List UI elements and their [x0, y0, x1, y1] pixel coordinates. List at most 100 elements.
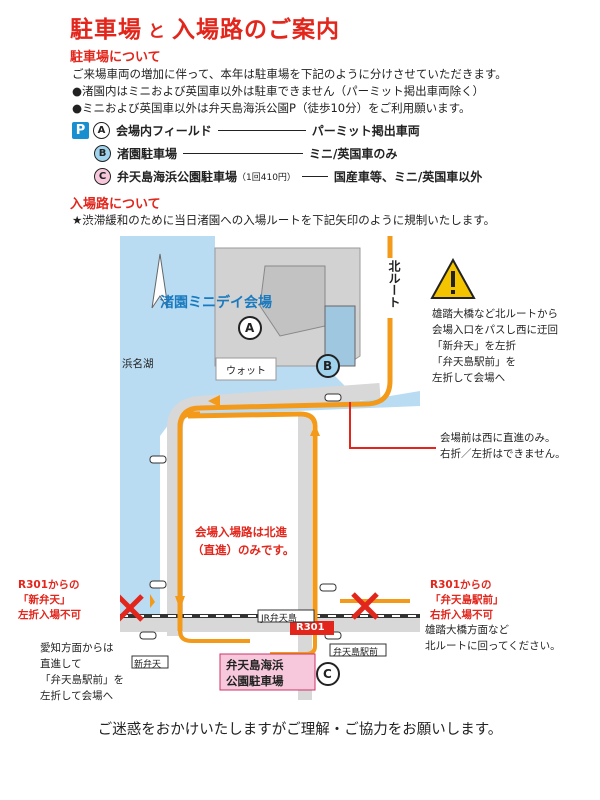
aichi-line: 愛知方面からは [40, 642, 114, 654]
warning-line: 雄踏大橋など北ルートから [432, 308, 558, 320]
row-c-fee: （1回410円） [237, 173, 296, 183]
yuto-line: 北ルートに回ってください。 [425, 640, 561, 652]
watt-label: ウォット [226, 366, 266, 377]
north-arrow-icon [151, 253, 169, 309]
marker-a-circle [238, 316, 262, 340]
row-b-place: 渚園駐車場 [117, 147, 178, 161]
warning-note: 雄踏大橋など北ルートから 会場入口をパスし西に迂回 「新弁天」を左折 「弁天島駅… [432, 306, 558, 386]
parking-heading: 駐車場について [70, 50, 161, 65]
arrow-up-left-icon [150, 594, 155, 608]
left-no-line: 左折入場不可 [18, 609, 81, 621]
row-c-target: 国産車等、ミニ/英国車以外 [333, 170, 483, 184]
lake-label: 浜名湖 [122, 358, 154, 370]
no-entry-right-icon [351, 592, 379, 620]
right-no-entry-note: R301からの 「弁天島駅前」 右折入場不可 [430, 578, 504, 623]
title-and: と [148, 22, 166, 42]
front-note: 会場前は西に直進のみ。 右折／左折はできません。 [440, 430, 566, 462]
venue-hall [259, 265, 326, 337]
center-note-2: （直進）のみです。 [192, 543, 295, 557]
left-no-line: R301からの [18, 579, 80, 591]
park-label-1: 弁天島海浜 [226, 658, 284, 672]
jr-sign [257, 609, 315, 623]
marker-b-icon: B [94, 145, 111, 162]
jr-label: JR弁天島 [261, 614, 297, 624]
marker-c-circle [316, 662, 340, 686]
left-no-entry-note: R301からの 「新弁天」 左折入場不可 [18, 578, 81, 623]
no-entry-left-icon [120, 594, 144, 622]
land-center [160, 406, 420, 616]
shinbenten-sign [131, 655, 169, 669]
aichi-line: 左折して会場へ [40, 690, 114, 702]
parking-row-c: C 弁天島海浜公園駐車場 （1回410円） 国産車等、ミニ/英国車以外 [94, 168, 482, 185]
traffic-light-icon [149, 455, 167, 464]
leader-line [217, 130, 306, 131]
marker-c-icon: C [94, 168, 111, 185]
road-west [167, 383, 381, 636]
route-map: 渚園ミニデイ会場 A B C ウォット 浜名湖 北ルート 会場入場路は北進 （直… [120, 236, 420, 700]
route-note: ★渋滞緩和のために当日渚園への入場ルートを下記矢印のように規制いたします。 [72, 213, 496, 227]
arrow-south-icon [175, 596, 185, 610]
marker-a-icon: A [93, 122, 110, 139]
aichi-line: 「弁天島駅前」を [40, 674, 124, 686]
row-a-place: 会場内フィールド [116, 124, 212, 138]
center-note-1: 会場入場路は北進 [195, 525, 287, 539]
marker-a-label: A [245, 321, 255, 335]
front-line: 会場前は西に直進のみ。 [440, 432, 556, 444]
route-to-park [178, 630, 250, 643]
marker-b-label: B [323, 359, 333, 373]
warning-line: 「新弁天」を左折 [432, 340, 516, 352]
route-heading: 入場路について [70, 197, 161, 212]
right-no-line: R301からの [430, 579, 492, 591]
r301-label: R301 [296, 622, 325, 633]
traffic-light-icon [139, 631, 157, 640]
route-corner [177, 411, 200, 427]
warning-line: 「弁天島駅前」を [432, 356, 516, 368]
parking-row-a: P A 会場内フィールド パーミット掲出車両 [72, 122, 420, 139]
title-part2: 入場路のご案内 [172, 17, 340, 43]
arrow-west-icon [208, 395, 220, 407]
warning-icon [430, 258, 476, 299]
traffic-light-icon [324, 393, 342, 402]
park-label-2: 公園駐車場 [226, 674, 284, 688]
station-front-sign [329, 643, 387, 657]
footer-message: ご迷惑をおかけいたしますがご理解・ご協力をお願いします。 [97, 722, 503, 738]
station-front-label: 弁天島駅前 [333, 648, 379, 658]
row-a-target: パーミット掲出車両 [311, 124, 420, 138]
page-title: 駐車場と入場路のご案内 [70, 10, 340, 44]
leader-line [183, 153, 304, 154]
marker-b-circle [316, 354, 340, 378]
front-leader-line [349, 402, 436, 449]
map-svg [120, 236, 420, 700]
parking-line-1: ご来場車両の増加に伴って、本年は駐車場を下記のように分けさせていただきます。 [72, 67, 507, 81]
traffic-light-icon [149, 580, 167, 589]
parking-b-area [324, 305, 356, 367]
shinbenten-label: 新弁天 [134, 660, 162, 670]
front-line: 右折／左折はできません。 [440, 448, 566, 460]
r301-sign [290, 621, 334, 635]
venue-label: 渚園ミニデイ会場 [160, 295, 272, 311]
watt-box [215, 357, 277, 381]
parking-line-2: ●渚園内はミニおよび英国車以外は駐車できません（パーミット掲出車両除く） [72, 84, 485, 98]
row-c-place: 弁天島海浜公園駐車場 [117, 170, 238, 184]
traffic-light-icon [319, 583, 337, 592]
marker-c-label: C [323, 667, 332, 681]
row-b-target: ミニ/英国車のみ [309, 147, 398, 161]
north-route-label: 北ルート [387, 260, 401, 308]
yuto-line: 雄踏大橋方面など [425, 624, 509, 636]
leader-line [301, 176, 328, 177]
parking-row-b: B 渚園駐車場 ミニ/英国車のみ [94, 145, 397, 162]
warning-line: 左折して会場へ [432, 372, 506, 384]
aichi-note: 愛知方面からは 直進して 「弁天島駅前」を 左折して会場へ [40, 640, 124, 704]
parking-p-icon: P [72, 122, 89, 139]
left-no-line: 「新弁天」 [18, 594, 71, 606]
warning-line: 会場入口をパスし西に迂回 [432, 324, 558, 336]
aichi-line: 直進して [40, 658, 82, 670]
yuto-note: 雄踏大橋方面など 北ルートに回ってください。 [425, 622, 561, 654]
north-route-box [382, 258, 402, 318]
arrow-north-icon [310, 424, 320, 436]
right-no-line: 「弁天島駅前」 [430, 594, 504, 606]
title-part1: 駐車場 [70, 17, 142, 43]
park-c-box [219, 653, 316, 691]
right-no-line: 右折入場不可 [430, 609, 493, 621]
parking-line-3: ●ミニおよび英国車以外は弁天島海浜公園P（徒歩10分）をご利用願います。 [72, 101, 471, 115]
